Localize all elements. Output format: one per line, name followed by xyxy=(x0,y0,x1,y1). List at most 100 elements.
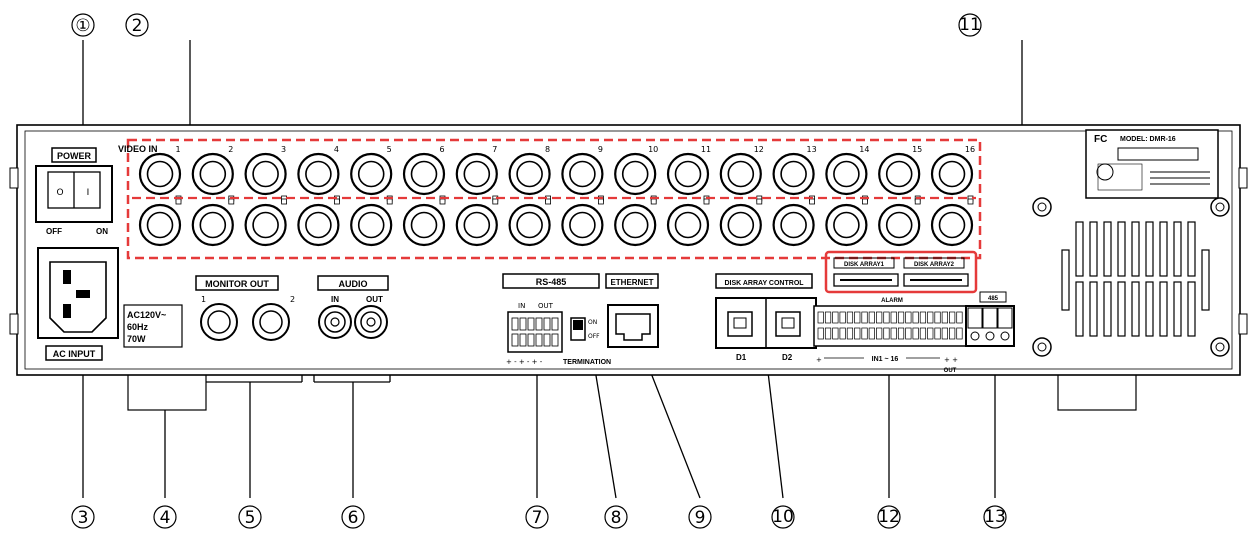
svg-text:485: 485 xyxy=(988,296,999,302)
model-text: MODEL: DMR-16 xyxy=(1120,136,1176,143)
audio-in-jack[interactable] xyxy=(318,305,352,339)
rs485-label: RS-485 xyxy=(536,277,567,287)
disk-array-highlight xyxy=(824,250,978,294)
video-in-8-b-connector[interactable] xyxy=(508,198,551,247)
video-in-14-b-connector[interactable] xyxy=(825,198,868,247)
video-in-channel-label: 9 xyxy=(598,145,603,154)
video-in-channel-label: 16 xyxy=(965,145,975,154)
svg-text:3: 3 xyxy=(78,508,89,528)
video-in-16-a-connector[interactable] xyxy=(930,152,974,202)
termination-label: TERMINATION xyxy=(563,359,611,366)
foot-left xyxy=(127,371,207,411)
callout-2: 2 xyxy=(132,16,143,36)
video-in-channel-label: 11 xyxy=(701,145,711,154)
video-in-8-a-connector[interactable] xyxy=(508,152,551,202)
video-in-channel-label: 13 xyxy=(807,145,817,154)
video-in-channel-label: 3 xyxy=(281,145,286,154)
disk-array-2-port[interactable]: DISK ARRAY2 xyxy=(903,257,969,287)
video-in-12-b-connector[interactable] xyxy=(719,198,763,247)
disk-array-control-label: DISK ARRAY CONTROL xyxy=(724,280,804,287)
power-label: POWER xyxy=(57,151,92,161)
svg-text:10: 10 xyxy=(772,507,794,527)
rs485-terminal[interactable]: RS-485 IN OUT + - + - + - xyxy=(502,273,600,366)
svg-text:OUT: OUT xyxy=(944,368,957,374)
disk-array-1-port[interactable]: DISK ARRAY1 xyxy=(833,257,899,287)
video-in-15-b-connector[interactable] xyxy=(878,198,921,247)
d1-port[interactable] xyxy=(727,311,753,337)
svg-text:13: 13 xyxy=(984,507,1006,527)
alarm-label: ALARM xyxy=(881,298,903,304)
video-in-7-a-connector[interactable] xyxy=(455,152,499,202)
video-in-13-b-connector[interactable] xyxy=(772,198,815,247)
d2-port[interactable] xyxy=(775,311,801,337)
video-in-channel-label: 5 xyxy=(387,145,392,154)
svg-text:OFF: OFF xyxy=(588,333,600,340)
svg-text:6: 6 xyxy=(348,508,359,528)
svg-text:I: I xyxy=(87,188,90,198)
monitor-out-2-connector[interactable] xyxy=(252,303,290,341)
audio-out-jack[interactable] xyxy=(354,305,388,339)
svg-text:OUT: OUT xyxy=(538,302,554,310)
video-in-4-a-connector[interactable] xyxy=(297,152,340,202)
d2-label: D2 xyxy=(782,353,793,362)
video-in-2-b-connector[interactable] xyxy=(191,198,235,247)
video-in-highlight xyxy=(126,138,982,260)
video-in-channel-label: 4 xyxy=(334,145,339,154)
monitor-out-1-connector[interactable] xyxy=(200,303,238,341)
svg-text:OUT: OUT xyxy=(366,295,383,304)
video-in-4-b-connector[interactable] xyxy=(297,198,340,247)
video-in-11-a-connector[interactable] xyxy=(666,152,710,202)
ethernet-port[interactable]: ETHERNET xyxy=(605,273,659,348)
video-in-row-2 xyxy=(138,198,974,247)
video-in-11-b-connector[interactable] xyxy=(666,198,710,247)
svg-text:+ +: + + xyxy=(944,356,958,364)
video-in-1-a-connector[interactable] xyxy=(138,152,182,202)
video-in-5-b-connector[interactable] xyxy=(350,198,393,247)
video-in-2-a-connector[interactable] xyxy=(191,152,235,202)
video-in-16-b-connector[interactable] xyxy=(930,198,974,247)
video-in-channel-label: 6 xyxy=(439,145,444,154)
svg-text:ON: ON xyxy=(588,319,597,326)
svg-text:70W: 70W xyxy=(127,334,146,344)
termination-switch[interactable]: ON OFF TERMINATION xyxy=(563,317,611,366)
video-in-1-b-connector[interactable] xyxy=(138,198,182,247)
video-in-label: VIDEO IN xyxy=(118,144,158,154)
svg-text:7: 7 xyxy=(532,508,543,528)
video-in-channel-label: 10 xyxy=(648,145,658,154)
video-in-14-a-connector[interactable] xyxy=(825,152,868,202)
svg-text:IN1 ~ 16: IN1 ~ 16 xyxy=(872,356,899,363)
video-in-3-a-connector[interactable] xyxy=(244,152,288,202)
ac-inlet[interactable]: AC INPUT xyxy=(37,247,119,361)
video-in-3-b-connector[interactable] xyxy=(244,198,288,247)
svg-text:12: 12 xyxy=(878,507,900,527)
alarm-terminal[interactable]: ALARM + IN1 ~ 16 + + OUT xyxy=(813,298,969,374)
video-in-6-b-connector[interactable] xyxy=(402,198,446,247)
svg-text:2: 2 xyxy=(290,295,295,304)
ac-input-label: AC INPUT xyxy=(53,349,96,359)
video-in-channel-label: 1 xyxy=(175,145,180,154)
svg-text:O: O xyxy=(56,188,63,198)
video-in-5-a-connector[interactable] xyxy=(350,152,393,202)
video-in-10-a-connector[interactable] xyxy=(614,152,657,202)
svg-text:AC120V~: AC120V~ xyxy=(127,310,166,320)
d1-label: D1 xyxy=(736,353,747,362)
control-terminal-block[interactable]: 485 xyxy=(965,291,1015,347)
svg-text:DISK ARRAY1: DISK ARRAY1 xyxy=(844,262,885,268)
svg-text:9: 9 xyxy=(695,508,706,528)
video-in-10-b-connector[interactable] xyxy=(614,198,657,247)
audio-label: AUDIO xyxy=(339,279,368,289)
callout-11: 11 xyxy=(959,15,981,35)
svg-text:1: 1 xyxy=(201,295,206,304)
video-in-13-a-connector[interactable] xyxy=(772,152,815,202)
callouts-top: ① 2 11 xyxy=(71,13,982,37)
svg-text:+ - + - + -: + - + - + - xyxy=(506,358,543,366)
video-in-channel-label: 7 xyxy=(492,145,497,154)
video-in-9-b-connector[interactable] xyxy=(561,198,604,247)
fan-vent xyxy=(1032,197,1230,357)
video-in-7-b-connector[interactable] xyxy=(455,198,499,247)
svg-text:8: 8 xyxy=(611,508,622,528)
monitor-out: MONITOR OUT 1 2 xyxy=(195,275,295,341)
power-switch[interactable]: POWER O I OFF ON xyxy=(35,147,113,236)
svg-text:IN: IN xyxy=(518,302,525,310)
video-in-12-a-connector[interactable] xyxy=(719,152,763,202)
